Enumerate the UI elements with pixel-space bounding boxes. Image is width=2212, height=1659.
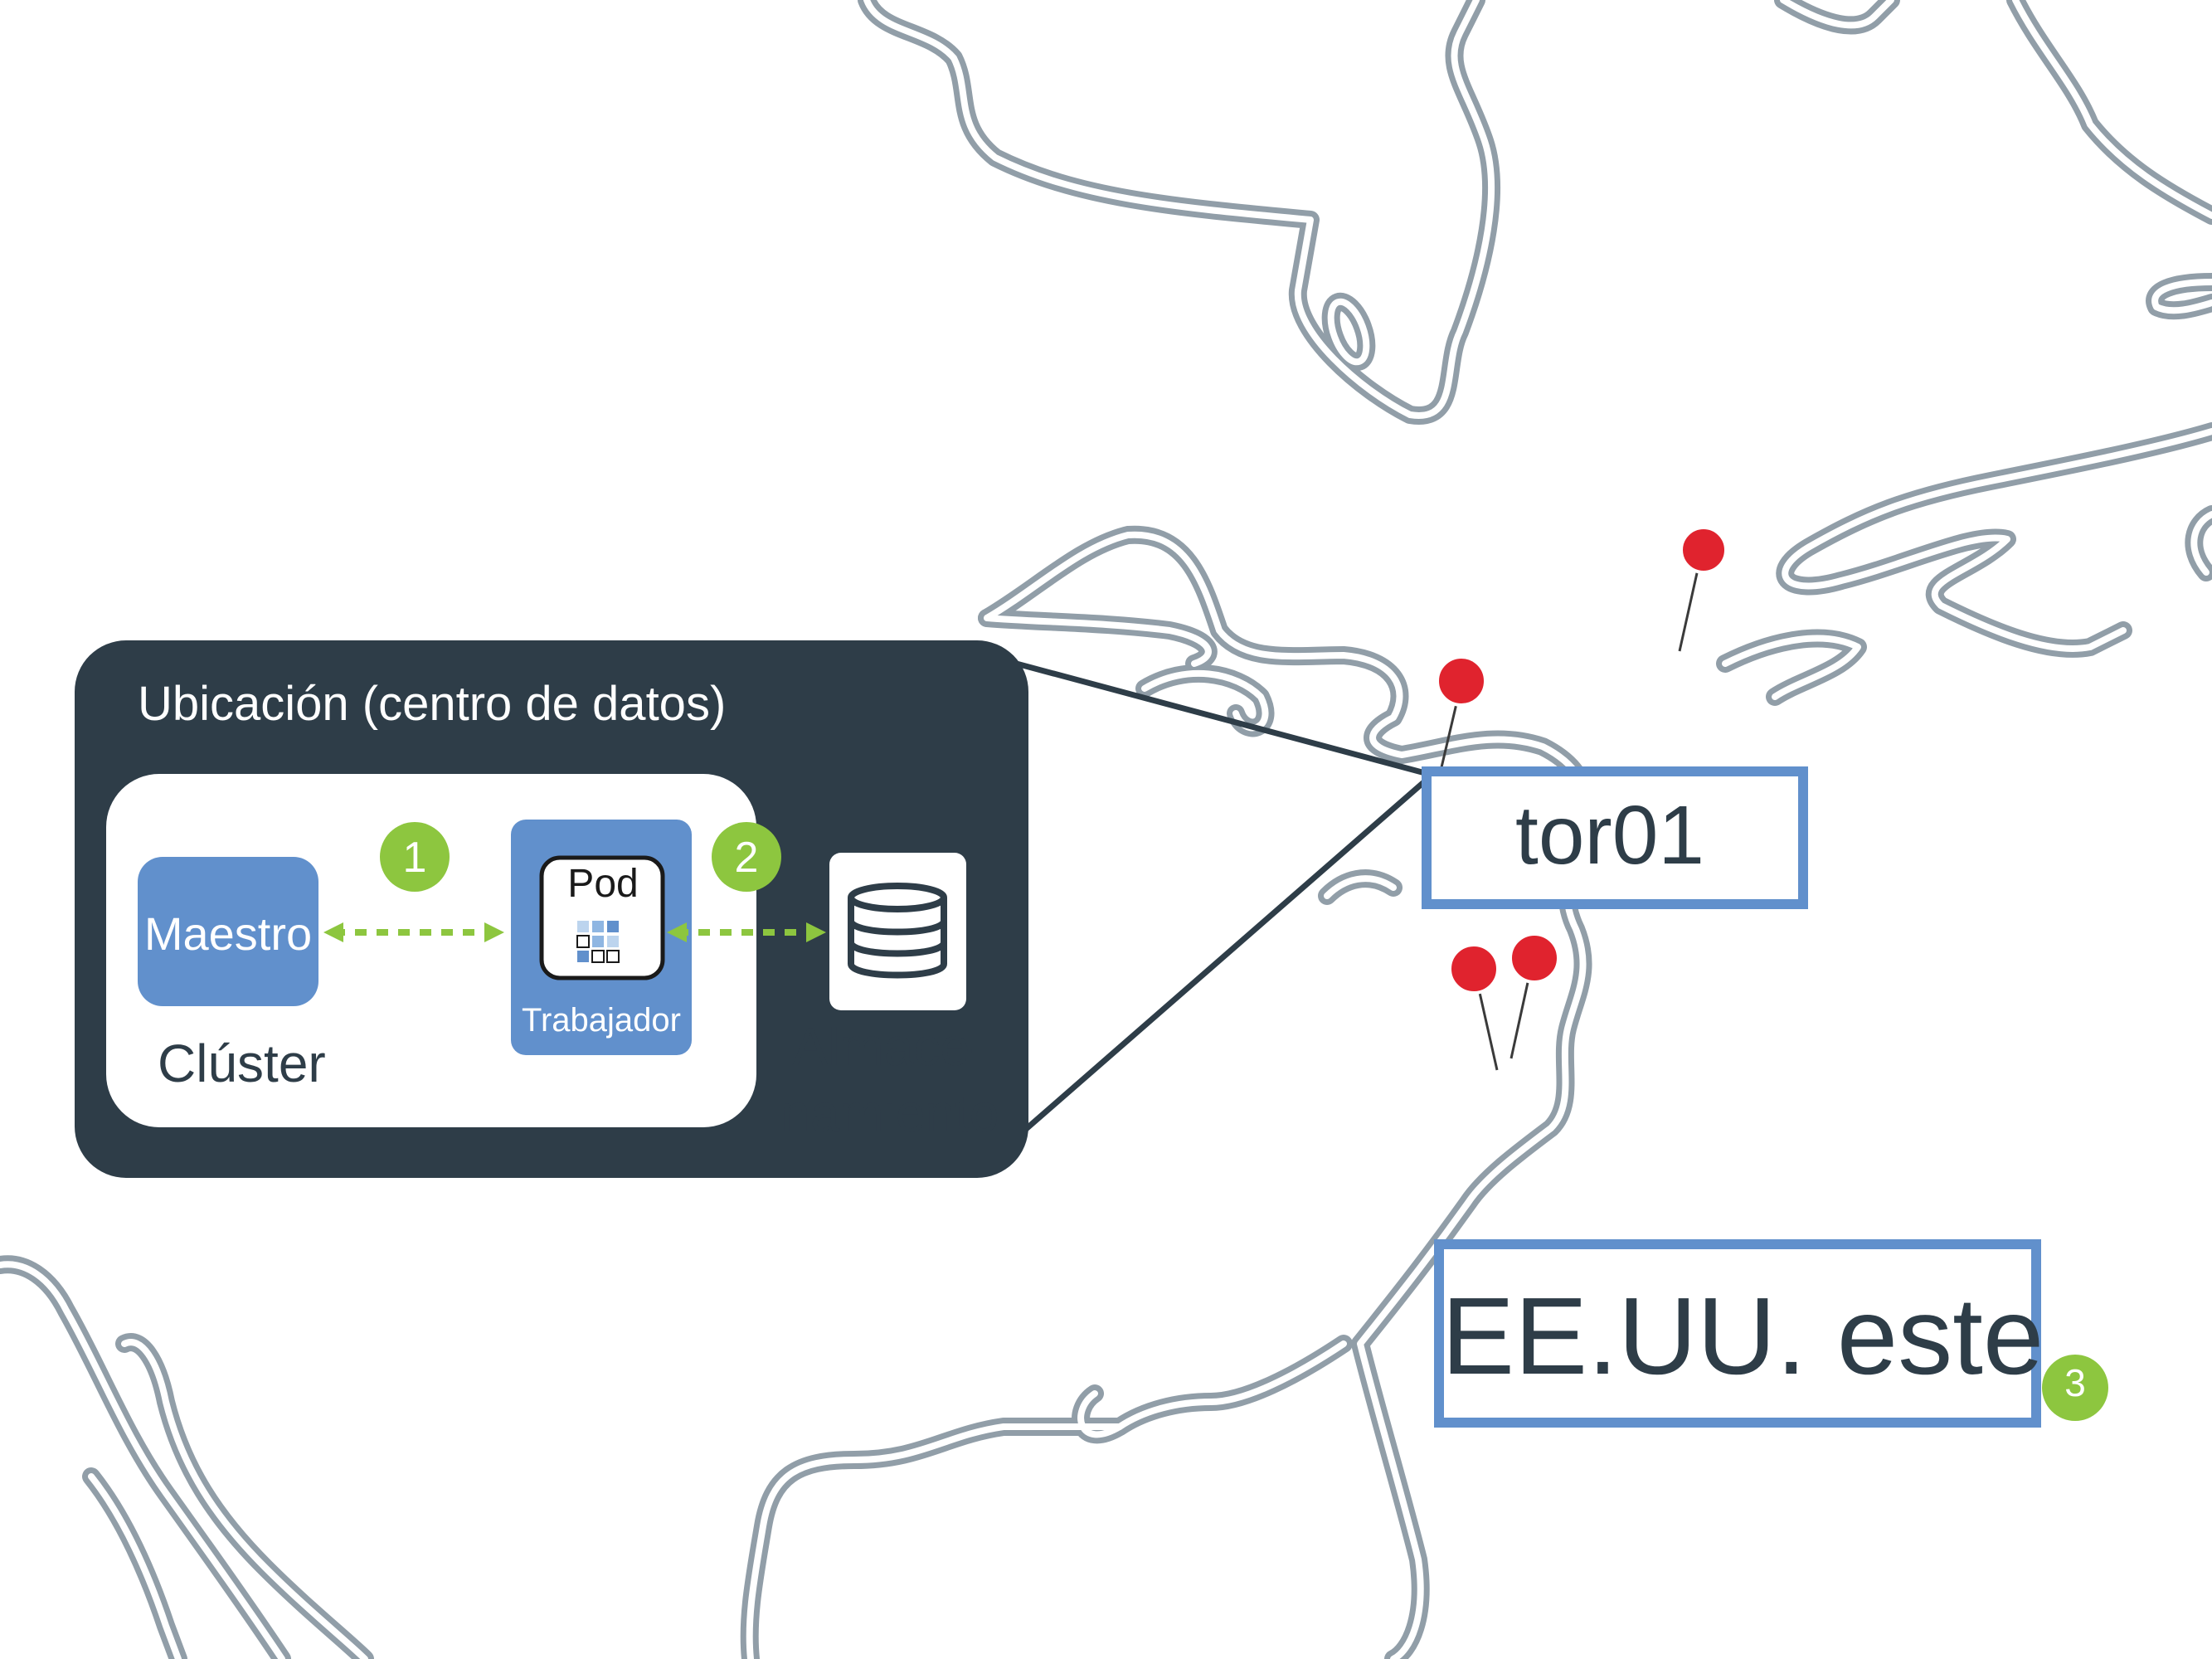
step-badge-1-number: 1 — [402, 834, 427, 882]
map-pin — [1448, 943, 1500, 1071]
zone-label: tor01 — [1515, 789, 1704, 882]
step-badge-2 — [712, 822, 781, 892]
cluster-label: Clúster — [158, 1034, 326, 1093]
storage-label-line2: namiento — [780, 1083, 999, 1143]
callout-lines — [1009, 659, 1429, 1132]
map-pin — [1436, 655, 1487, 768]
pod-grid-icon — [576, 921, 620, 963]
master-node — [138, 857, 318, 1006]
storage-icon — [829, 853, 966, 1010]
step-badge-3 — [2042, 1355, 2108, 1421]
pod-box — [539, 855, 665, 980]
storage-label-line1: Almace- — [792, 1017, 988, 1077]
pod-label: Pod — [567, 862, 639, 906]
region-label: EE.UU. este — [1441, 1275, 2044, 1397]
map-pin — [1678, 526, 1728, 652]
zone-label-box — [1422, 766, 1808, 909]
step-badge-3-number: 3 — [2064, 1361, 2086, 1404]
master-label: Maestro — [143, 907, 313, 960]
location-title: Ubicación (centro de datos) — [138, 677, 727, 731]
region-label-box — [1434, 1239, 2041, 1428]
storage-label: Almace- namiento — [761, 1014, 1018, 1146]
step-badge-1 — [380, 822, 450, 892]
map-pins — [1436, 526, 1728, 1071]
map-pin — [1509, 932, 1560, 1059]
worker-label: Trabajador — [522, 1002, 681, 1039]
step-badge-2-number: 2 — [734, 834, 759, 882]
